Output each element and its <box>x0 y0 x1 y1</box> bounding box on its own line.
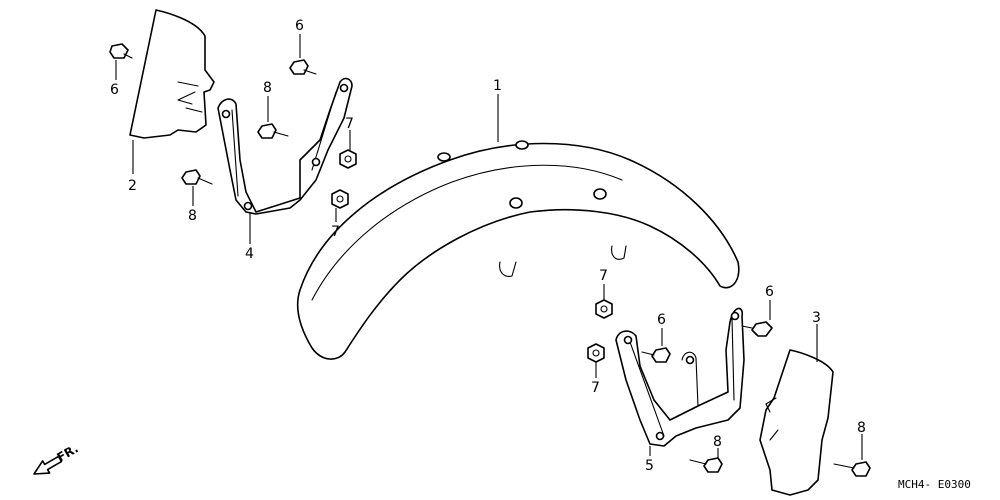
front-fender <box>296 140 740 360</box>
callout-4: 4 <box>245 246 254 262</box>
front-direction-indicator: FR. <box>33 441 81 475</box>
callout-2: 2 <box>128 178 137 194</box>
leader-lines <box>115 34 863 460</box>
callout-labels: 1 2 3 4 5 6 6 6 6 7 7 7 7 8 8 8 8 <box>110 18 866 474</box>
right-fork-cover <box>759 349 834 496</box>
left-fork-cover <box>129 9 215 139</box>
callout-5: 5 <box>645 458 654 474</box>
front-label: FR. <box>55 441 81 464</box>
front-arrow-icon <box>33 455 63 475</box>
callout-7-lower: 7 <box>331 224 340 240</box>
callout-1: 1 <box>493 78 502 94</box>
callout-6-top-center: 6 <box>295 18 304 34</box>
callout-8-bottom-center: 8 <box>713 434 722 450</box>
callout-6-right: 6 <box>765 284 774 300</box>
right-fender-bracket <box>615 307 745 447</box>
callout-8-center: 8 <box>263 80 272 96</box>
callout-6-upper-left: 6 <box>110 82 119 98</box>
callout-7-right-lower: 7 <box>591 380 600 396</box>
bolt-8-left <box>181 169 213 185</box>
left-fender-bracket <box>217 77 353 215</box>
callout-7-upper: 7 <box>345 116 354 132</box>
callout-8-bottom-right: 8 <box>857 420 866 436</box>
bolt-8-bottom-center <box>689 457 723 473</box>
bolt-8-center <box>257 123 289 139</box>
bolt-6-right-center <box>641 347 671 363</box>
bolt-6-right <box>741 321 773 337</box>
nut-7-lower <box>331 189 349 209</box>
nut-7-right-lower <box>587 343 605 363</box>
callout-7-right-upper: 7 <box>599 268 608 284</box>
diagram-code: MCH4- E0300 <box>898 478 971 491</box>
callout-6-right-center: 6 <box>657 312 666 328</box>
bolt-6-upper-left <box>109 43 133 59</box>
callout-8-left: 8 <box>188 208 197 224</box>
callout-3: 3 <box>812 310 821 326</box>
nut-7-upper <box>339 149 357 169</box>
bolt-8-bottom-right <box>833 461 871 477</box>
bolt-6-top-center <box>289 59 317 75</box>
nut-7-right-upper <box>595 299 613 319</box>
